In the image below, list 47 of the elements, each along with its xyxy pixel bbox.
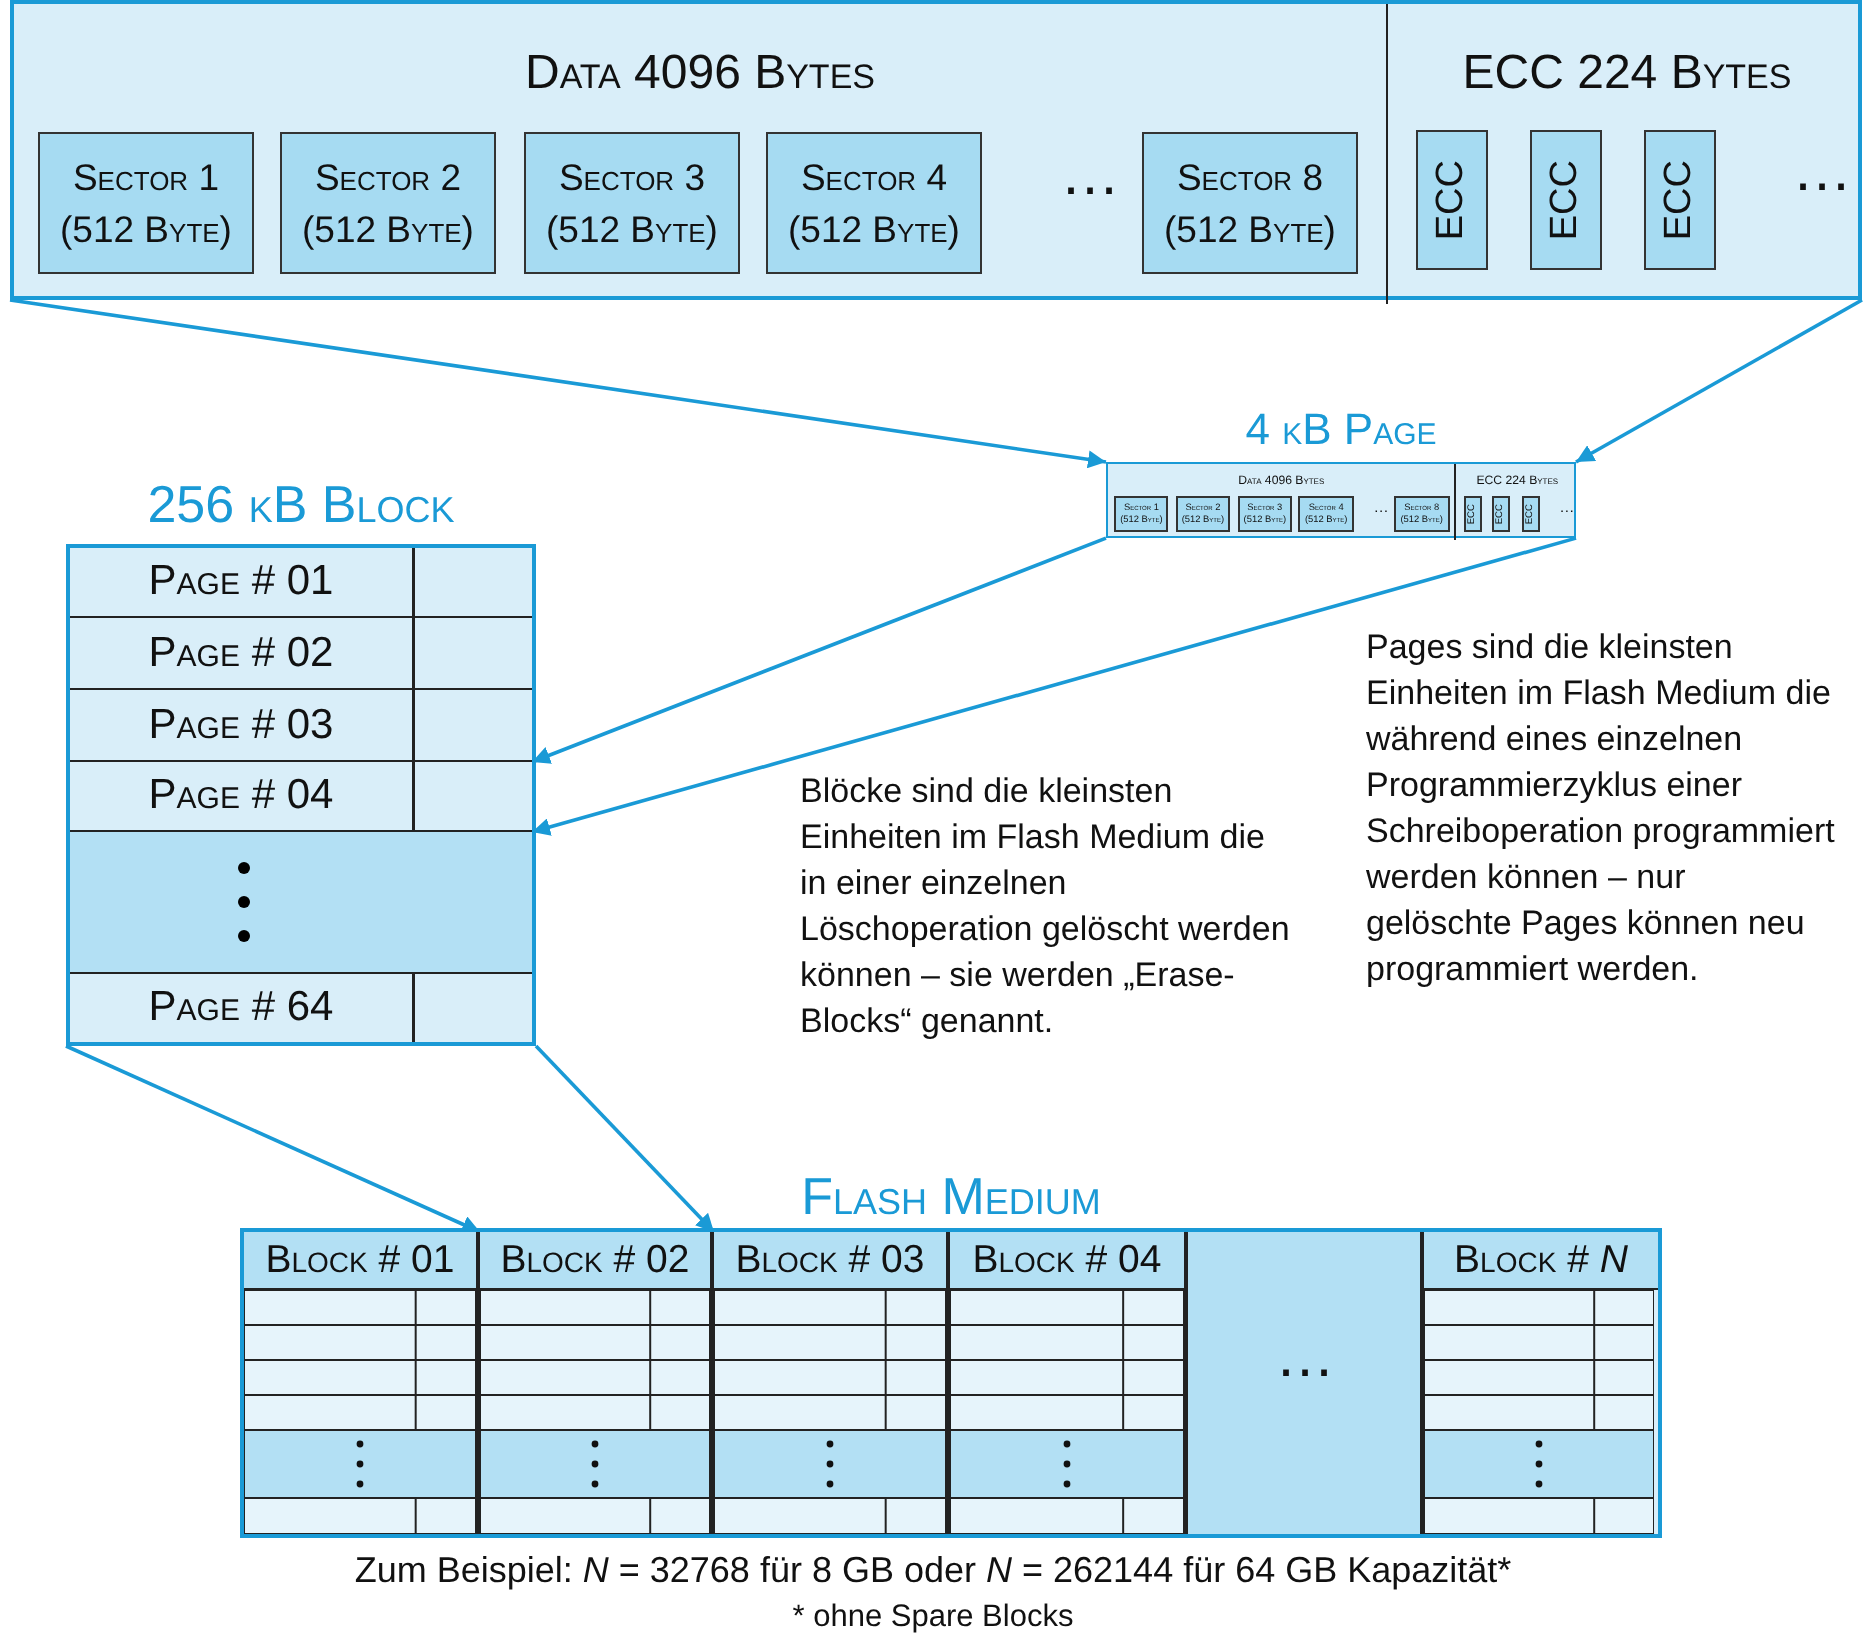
ellipsis-text: … (1790, 136, 1854, 208)
page-row (70, 690, 532, 762)
section-title: Data 4096 Bytes (522, 44, 877, 104)
arrow (65, 1044, 481, 1234)
arrow (534, 1044, 716, 1234)
sector-box: Sector 1 (512 Byte) (38, 132, 254, 274)
page-row (70, 762, 532, 832)
block-column (244, 1232, 480, 1534)
sector-box: Sector 3 (512 Byte) (524, 132, 740, 274)
footnote: * ohne Spare Blocks (790, 1598, 1076, 1638)
block-label: Block # 04 (950, 1232, 1184, 1290)
arrow (1575, 298, 1863, 464)
description-text: Pages sind die kleinsten Einheiten im Flash Medium die während eines einzelnen Programmierzyklus einer Schreiboperation programmiert werden können – nur gelöschte Pages können neu programmiert werden. (1366, 626, 1836, 992)
block-label: Block # 02 (480, 1232, 710, 1290)
page-row (70, 618, 532, 690)
block-column (480, 1232, 714, 1534)
block-label: Block # N (1424, 1232, 1658, 1290)
block-label: Block # 01 (244, 1232, 476, 1290)
sector-box: Sector 4 (512 Byte) (766, 132, 982, 274)
diagram-heading: 4 kB Page (1243, 402, 1439, 458)
block-column (714, 1232, 950, 1534)
block-column (950, 1232, 1188, 1534)
section-title: ECC 224 Bytes (1460, 44, 1794, 104)
ecc-box: ECC (1644, 130, 1716, 270)
page-section (1108, 464, 1457, 541)
ellipsis-row (70, 832, 532, 974)
page-label: Page # 03 (146, 699, 336, 751)
page-label: Page # 04 (146, 770, 336, 822)
sector-box: Sector 2 (512 Byte) (280, 132, 496, 274)
page-label: Page # 01 (146, 556, 336, 608)
page-label: Page # 02 (146, 627, 336, 679)
ellipsis-column (1188, 1232, 1424, 1534)
ecc-box: ECC (1416, 130, 1488, 270)
arrow (9, 298, 1107, 469)
ellipsis-text: … (1273, 1322, 1337, 1394)
page-diagram-box (10, 0, 1862, 300)
block-column (1424, 1232, 1658, 1534)
diagram-heading: 256 kB Block (145, 472, 457, 538)
page-row (70, 548, 532, 618)
example-note: Zum Beispiel: N = 32768 für 8 GB oder N = 262144 für 64 GB Kapazität* (352, 1548, 1514, 1594)
ellipsis-text: … (1058, 140, 1122, 212)
ecc-box: ECC (1530, 130, 1602, 270)
page-label: Page # 64 (146, 982, 336, 1034)
description-text: Blöcke sind die kleinsten Einheiten im Flash Medium die in einer einzelnen Löschoperation gelöscht werden können – sie werden „Erase-Blocks“ genannt. (800, 770, 1292, 1044)
block-label: Block # 03 (714, 1232, 946, 1290)
sector-box: Sector 8 (512 Byte) (1142, 132, 1358, 274)
diagram-heading: Flash Medium (799, 1164, 1103, 1230)
